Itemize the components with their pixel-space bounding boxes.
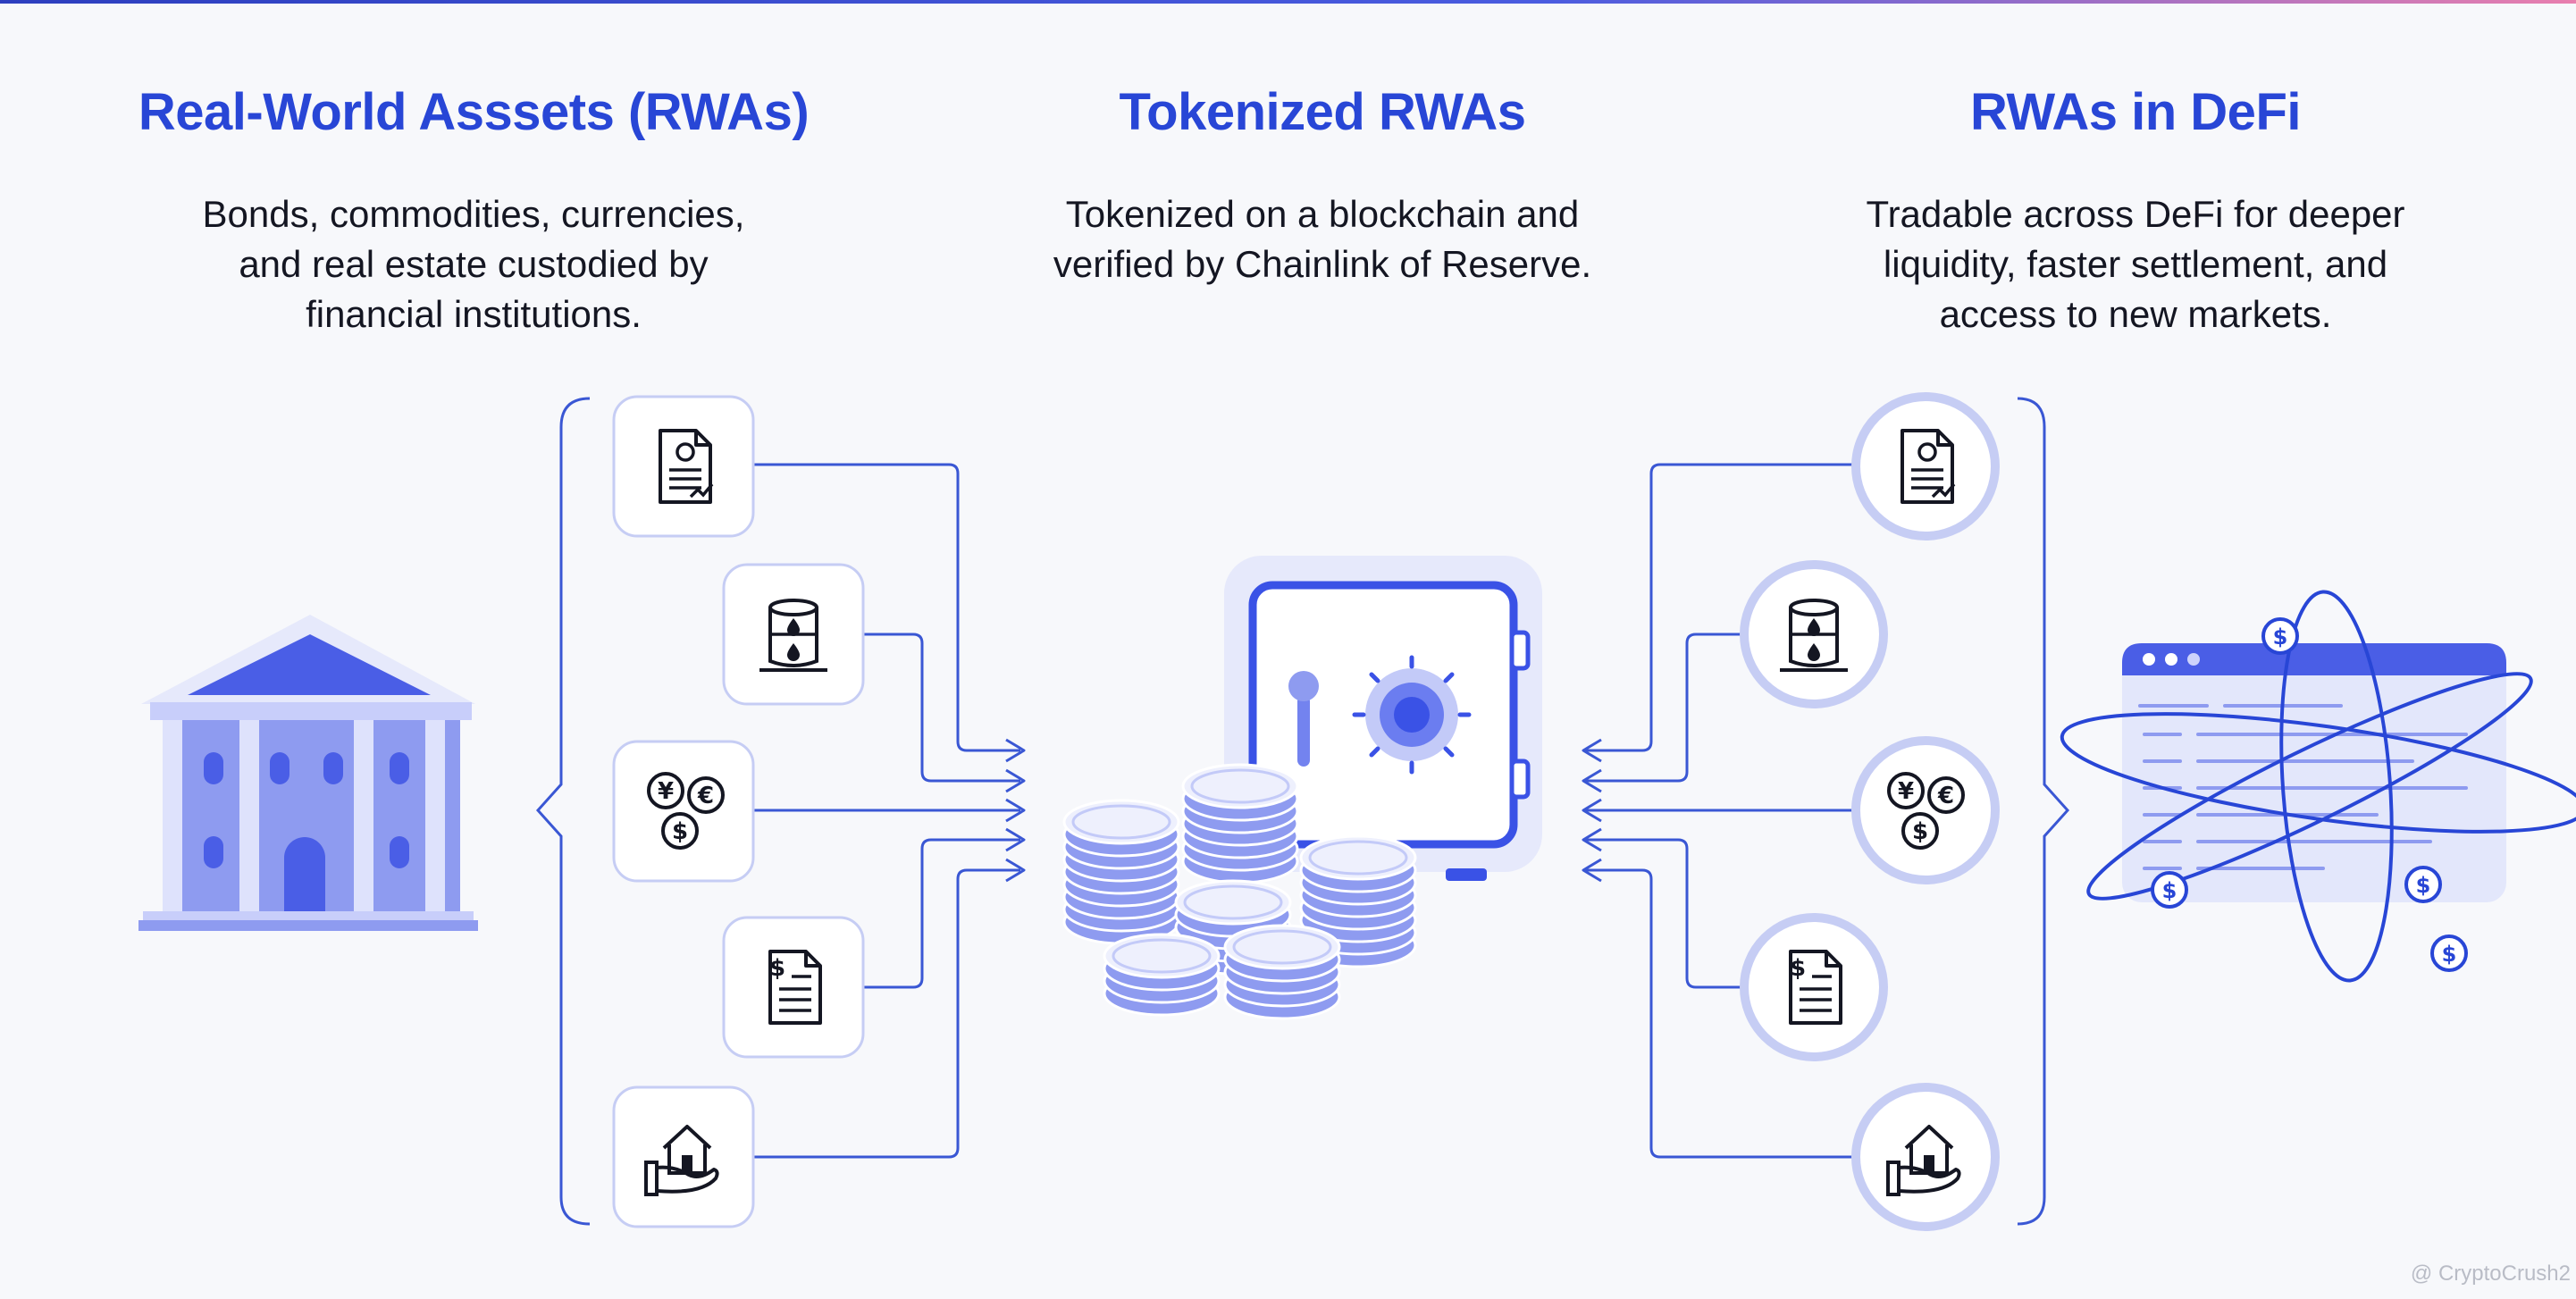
- invoice-dollar-glyph: $: [769, 955, 785, 982]
- left-asset-box-invoice: $: [722, 916, 865, 1059]
- coin: [1062, 799, 1180, 845]
- coin-face-ring: [1183, 884, 1283, 920]
- coin: [1103, 933, 1221, 979]
- right-asset-circle-real-estate: [1851, 1083, 2000, 1231]
- column-description-real-world-assets: Bonds, commodities, currencies, and real…: [80, 189, 867, 339]
- yen-glyph: ¥: [658, 778, 674, 805]
- description-line: Tradable across DeFi for deeper: [1866, 193, 2405, 235]
- right-asset-circle-currency: ¥ € $: [1851, 736, 2000, 884]
- watermark-text: @ CryptoCrush2: [2410, 1261, 2571, 1286]
- defi-browser-window-icon: [2122, 643, 2506, 902]
- dollar-coin-glyph: $: [2273, 624, 2288, 650]
- bond-document-icon: [659, 429, 714, 504]
- dollar-coin-glyph: $: [2416, 873, 2431, 898]
- description-line: Tokenized on a blockchain and: [1065, 193, 1580, 235]
- vault-safe-icon: [1224, 556, 1542, 881]
- coin-stacks-icon: [1062, 763, 1417, 1020]
- left-asset-box-real-estate: [612, 1085, 755, 1228]
- description-line: liquidity, faster settlement, and: [1883, 243, 2388, 285]
- left-bracket: [535, 397, 591, 1226]
- column-title-real-world-assets: Real-World Asssets (RWAs): [138, 83, 810, 141]
- coin: [1174, 879, 1292, 926]
- yen-glyph: ¥: [1898, 778, 1914, 805]
- left-asset-box-currency: ¥ € $: [612, 740, 755, 883]
- coin: [1181, 763, 1299, 809]
- left-asset-box-oil: [722, 563, 865, 706]
- coin-face-ring: [1190, 768, 1290, 804]
- column-title-tokenized-rwas: Tokenized RWAs: [1119, 83, 1526, 141]
- oil-barrel-icon: [1778, 599, 1850, 672]
- dollar-coin-glyph: $: [2442, 942, 2457, 967]
- invoice-dollar-glyph: $: [1790, 955, 1806, 982]
- description-line: access to new markets.: [1939, 293, 2332, 335]
- column-title-rwas-in-defi: RWAs in DeFi: [1970, 83, 2301, 141]
- euro-glyph: €: [1937, 783, 1954, 809]
- description-line: Bonds, commodities, currencies,: [202, 193, 745, 235]
- coin: [1223, 924, 1341, 970]
- coin-face-ring: [1308, 840, 1408, 876]
- top-accent-bar: [0, 0, 2576, 4]
- dollar-glyph: $: [672, 818, 688, 845]
- right-asset-circle-invoice: $: [1740, 913, 1888, 1061]
- right-connector-lines: [1582, 463, 1857, 1159]
- coin-face-ring: [1071, 804, 1171, 840]
- column-description-tokenized-rwas: Tokenized on a blockchain and verified b…: [929, 189, 1716, 289]
- description-line: verified by Chainlink of Reserve.: [1053, 243, 1592, 285]
- coin-face-ring: [1232, 929, 1332, 965]
- right-asset-circle-bond: [1851, 392, 2000, 541]
- dollar-coin-icon: [2430, 934, 2468, 972]
- dollar-coin-glyph: $: [2162, 878, 2177, 903]
- dollar-glyph: $: [1912, 818, 1928, 845]
- description-line: and real estate custodied by: [239, 243, 709, 285]
- coin: [1299, 834, 1417, 881]
- bond-document-icon: [1901, 429, 1956, 504]
- right-asset-circle-oil: [1740, 560, 1888, 708]
- dollar-coin-icon: [2151, 871, 2188, 909]
- oil-barrel-icon: [758, 599, 829, 672]
- right-bracket: [2017, 397, 2070, 1226]
- dollar-coin-icon: [2261, 617, 2299, 655]
- euro-glyph: €: [697, 783, 714, 809]
- currency-coins-icon: ¥ € $: [647, 772, 725, 850]
- orbit-dollar-coins: $ $ $ $: [2151, 617, 2468, 972]
- orbit-rings: [2060, 590, 2576, 983]
- column-description-rwas-in-defi: Tradable across DeFi for deeper liquidit…: [1742, 189, 2529, 339]
- coin-face-ring: [1112, 938, 1212, 974]
- currency-coins-icon: ¥ € $: [1887, 772, 1965, 850]
- left-connector-lines: [754, 463, 1026, 1159]
- dollar-coin-icon: [2404, 866, 2442, 903]
- bank-building-icon: [138, 615, 478, 931]
- description-line: financial institutions.: [306, 293, 642, 335]
- left-asset-box-bond: [612, 395, 755, 538]
